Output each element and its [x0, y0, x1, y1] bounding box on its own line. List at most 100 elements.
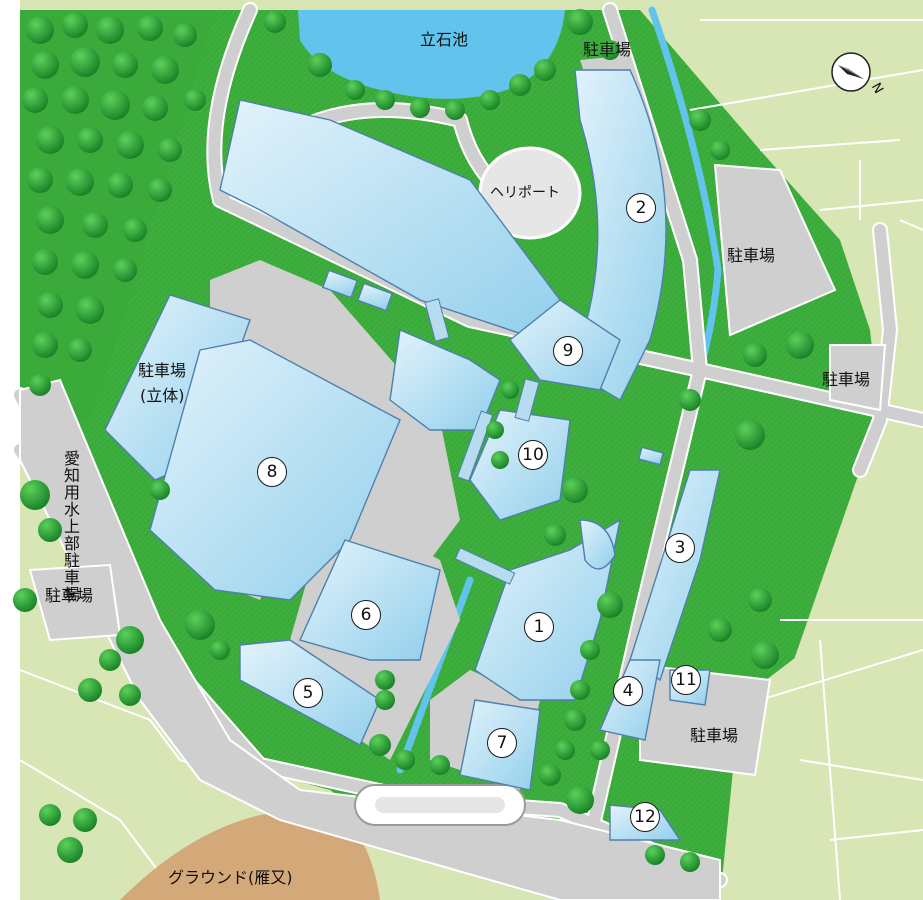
building-marker-6[interactable]: 6 [351, 600, 381, 630]
label-parking-far-right: 駐車場 [822, 370, 871, 389]
tree-icon [567, 9, 593, 35]
tree-icon [480, 90, 500, 110]
tree-icon [61, 86, 89, 114]
tree-icon [562, 477, 588, 503]
tree-icon [748, 588, 772, 612]
building-3 [629, 469, 721, 682]
tree-icon [264, 11, 286, 33]
parking-lot-right [713, 163, 837, 337]
label-heliport: ヘリポート [490, 185, 560, 201]
building-marker-3[interactable]: 3 [665, 533, 695, 563]
corridor-a [424, 298, 450, 342]
tree-icon [32, 332, 58, 358]
tree-icon [119, 684, 141, 706]
compass-icon [831, 52, 871, 92]
corridor-c [456, 410, 494, 482]
tree-icon [26, 16, 54, 44]
tree-icon [486, 421, 504, 439]
tree-icon [689, 109, 711, 131]
main-road [19, 378, 721, 900]
label-parking-top: 駐車場 [583, 40, 632, 59]
building-marker-10[interactable]: 10 [518, 440, 548, 470]
tree-icon [137, 15, 163, 41]
tree-icon [77, 127, 103, 153]
corridor-b [514, 378, 540, 422]
tree-icon [395, 750, 415, 770]
building-small-b [356, 282, 394, 312]
tree-icon [100, 90, 130, 120]
tree-icon [76, 296, 104, 324]
tree-icon [37, 292, 63, 318]
field-se [720, 560, 923, 900]
tree-icon [66, 168, 94, 196]
tree-group [13, 9, 814, 872]
tree-icon [39, 804, 61, 826]
tree-icon [71, 251, 99, 279]
label-parking-struct-1: 駐車場 [138, 361, 187, 380]
building-marker-2[interactable]: 2 [626, 193, 656, 223]
tree-icon [57, 837, 83, 863]
tree-icon [148, 178, 172, 202]
building-marker-8[interactable]: 8 [257, 457, 287, 487]
tree-icon [743, 343, 767, 367]
building-marker-9[interactable]: 9 [553, 336, 583, 366]
tree-icon [82, 212, 108, 238]
tree-icon [645, 845, 665, 865]
tree-icon [31, 51, 59, 79]
tree-icon [38, 518, 62, 542]
tree-icon [708, 618, 732, 642]
tree-icon [544, 524, 566, 546]
building-small-a [321, 269, 359, 299]
label-parking-bottom-right: 駐車場 [690, 726, 739, 745]
field-ne [640, 10, 923, 420]
tree-icon [62, 12, 88, 38]
tree-icon [73, 808, 97, 832]
tree-icon [751, 641, 779, 669]
building-marker-1[interactable]: 1 [524, 612, 554, 642]
forest-grass [20, 10, 215, 430]
tree-icon [509, 74, 531, 96]
outer-frame-left [0, 0, 20, 900]
tree-icon [345, 80, 365, 100]
ground-field [120, 809, 380, 900]
building-marker-11[interactable]: 11 [671, 665, 701, 695]
tree-icon [786, 331, 814, 359]
building-small-c [637, 446, 665, 466]
building-marker-5[interactable]: 5 [293, 678, 323, 708]
corridor-d [454, 547, 516, 585]
canal [648, 6, 722, 374]
tree-icon [600, 40, 620, 60]
tree-icon [150, 480, 170, 500]
tree-icon [491, 451, 509, 469]
tree-icon [445, 100, 465, 120]
tree-icon [580, 640, 600, 660]
tree-icon [308, 53, 332, 77]
tree-icon [735, 420, 765, 450]
label-ground: グラウンド(雁又) [168, 868, 293, 887]
tree-icon [20, 480, 50, 510]
tree-icon [597, 592, 623, 618]
tree-icon [369, 734, 391, 756]
tree-icon [158, 138, 182, 162]
tree-icon [710, 140, 730, 160]
tree-icon [501, 381, 519, 399]
tree-icon [679, 389, 701, 411]
tree-icon [375, 690, 395, 710]
label-parking-left: 駐車場 [45, 586, 94, 605]
building-marker-12[interactable]: 12 [630, 802, 660, 832]
parking-lot-far-right [829, 344, 887, 412]
tree-icon [570, 680, 590, 700]
tree-icon [410, 98, 430, 118]
tree-icon [680, 852, 700, 872]
label-pond: 立石池 [420, 30, 469, 49]
building-marker-7[interactable]: 7 [487, 728, 517, 758]
tree-icon [36, 126, 64, 154]
building-2 [569, 69, 667, 401]
tree-icon [590, 740, 610, 760]
tree-icon [566, 786, 594, 814]
field-lines-ne [689, 19, 923, 231]
tree-icon [564, 709, 586, 731]
building-marker-4[interactable]: 4 [613, 676, 643, 706]
